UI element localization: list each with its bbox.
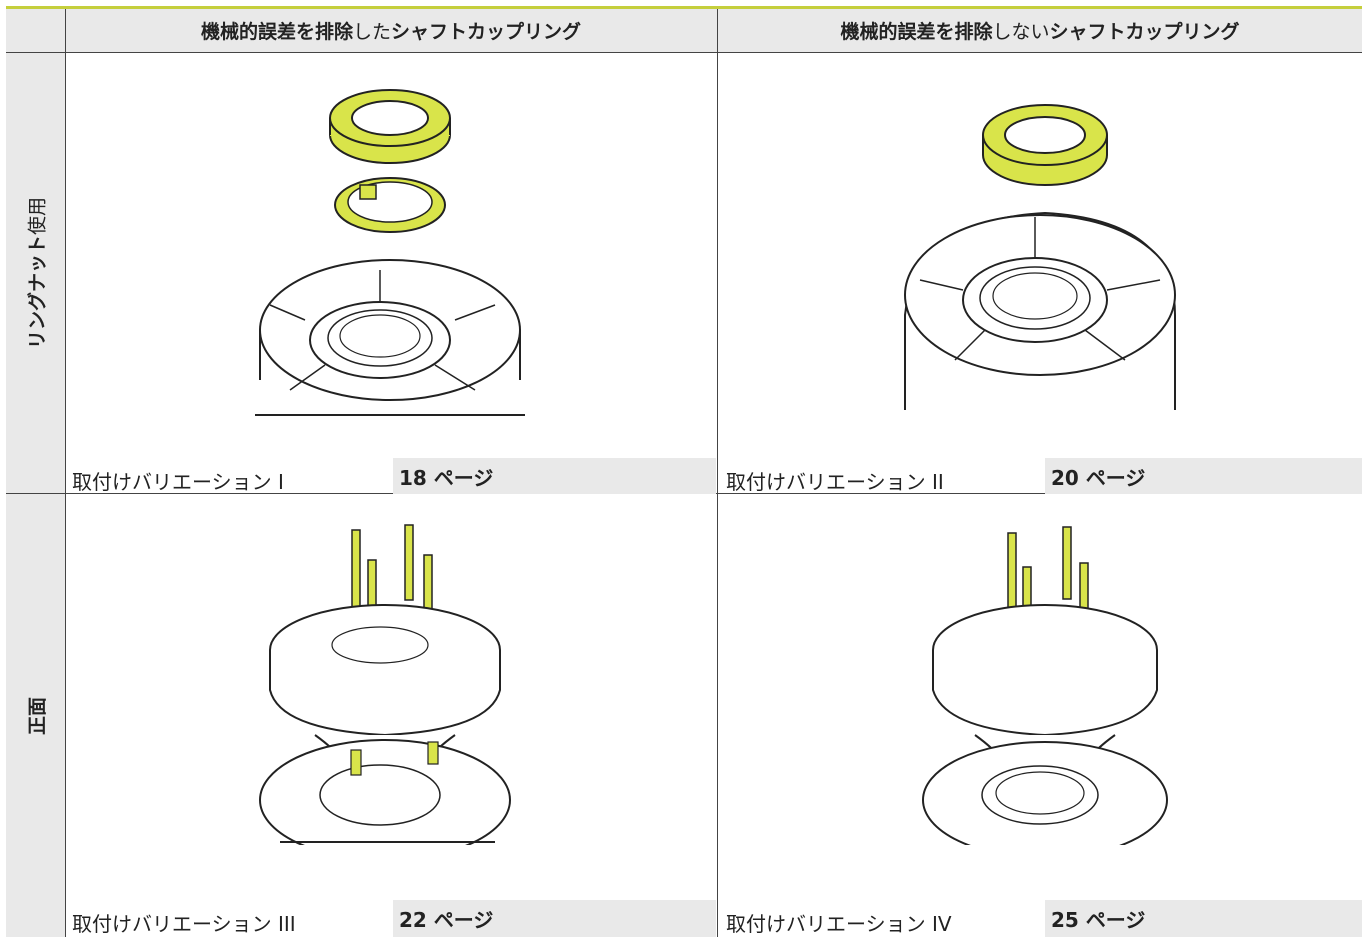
page-ref-variation-1[interactable]: 18 ページ [393,458,716,494]
header-col-2-thin: しない [992,21,1050,43]
grid-line [6,52,1362,53]
row-label-front-bold: 正面 [26,696,48,735]
caption-variation-4: 取付けバリエーション IV [726,912,952,936]
top-accent-bar [6,6,1362,9]
illustration-variation-1 [255,89,525,416]
row-label-ring-nut: リングナット使用 [6,52,65,493]
row-label-front: 正面 [6,494,65,937]
header-col-1: 機械的誤差を排除したシャフトカップリング [65,9,717,52]
page-ref-variation-3-text: 22 ページ [399,908,494,932]
header-col-1-thin: した [352,21,391,43]
header-col-2-bold-b: シャフトカップリング [1049,21,1240,43]
page-ref-variation-3[interactable]: 22 ページ [393,900,716,937]
page-ref-variation-4-text: 25 ページ [1051,908,1146,932]
header-col-1-bold-a: 機械的誤差を排除 [200,21,353,43]
header-col-2: 機械的誤差を排除しないシャフトカップリング [718,9,1362,52]
illustration-variation-2 [904,104,1176,410]
page-ref-variation-2[interactable]: 20 ページ [1045,458,1362,494]
row-label-ring-nut-thin: 使用 [26,196,48,235]
caption-variation-2: 取付けバリエーション II [726,470,944,494]
page-ref-variation-4[interactable]: 25 ページ [1045,900,1362,937]
caption-variation-1: 取付けバリエーション I [72,470,284,494]
row-label-ring-nut-bold: リングナット [26,234,48,349]
caption-variation-3: 取付けバリエーション III [72,912,296,936]
header-corner [6,9,65,52]
grid-line [65,9,66,937]
header-col-2-bold-a: 機械的誤差を排除 [840,21,993,43]
header-col-1-bold-b: シャフトカップリング [391,21,582,43]
illustration-variation-4 [922,526,1168,845]
illustration-variation-3 [259,524,511,845]
page-ref-variation-2-text: 20 ページ [1051,465,1146,490]
grid-line [717,9,718,937]
page-ref-variation-1-text: 18 ページ [399,465,494,490]
